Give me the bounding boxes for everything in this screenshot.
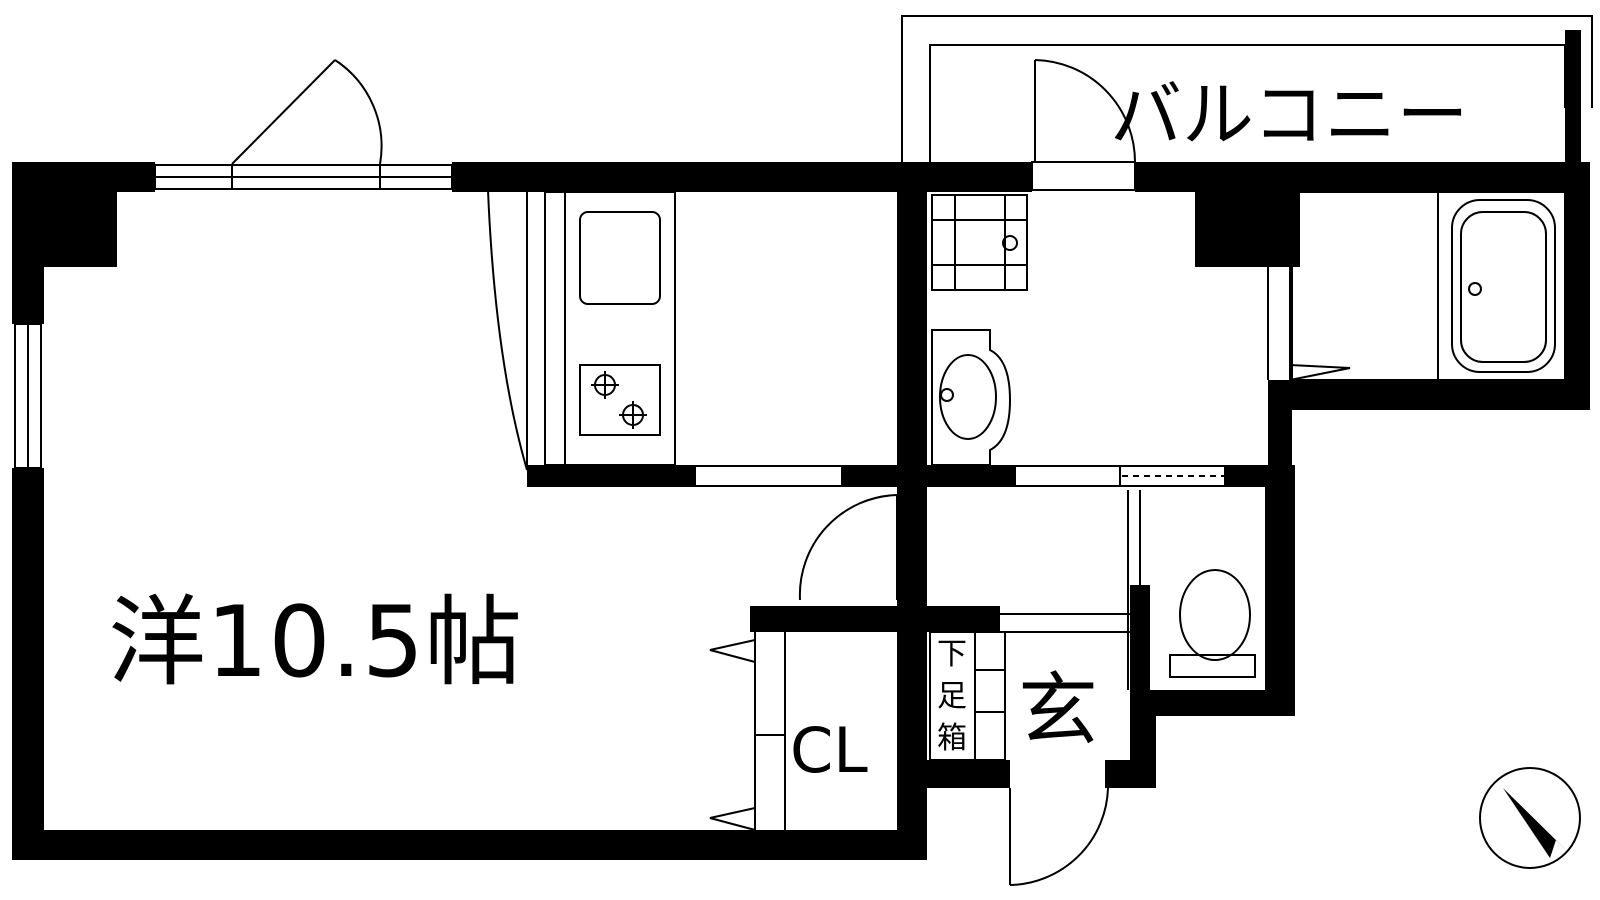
western-room-label: 洋10.5帖 [108,586,522,700]
shoe-box-label-2: 足 [937,679,967,714]
kitchen-counter [544,191,676,466]
washing-machine-pan [931,194,1028,291]
balcony-wall [1565,30,1581,166]
shoe-box-label-1: 下 [937,637,967,672]
windows [14,164,1226,487]
bathtub-icon [1291,191,1566,381]
gas-stove-icon [579,364,661,436]
balcony-label: バルコニー [1110,73,1469,157]
shoe-box-label-3: 箱 [937,721,967,756]
closet-label: CL [790,714,868,787]
entrance-label: 玄 [1018,664,1098,757]
north-arrow-icon [1479,767,1581,869]
washbasin-icon [931,329,1012,466]
toilet-icon [1169,569,1256,678]
walls [12,162,1590,860]
doors [231,59,1351,886]
closet [754,632,786,830]
shoe-box [929,613,1130,761]
